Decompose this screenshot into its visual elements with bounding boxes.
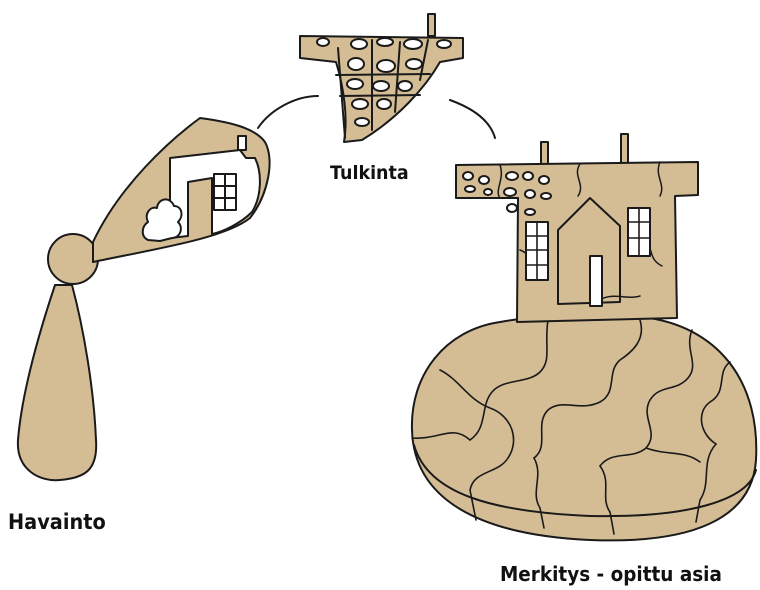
person-figure: [18, 234, 98, 480]
observed-chimney: [238, 136, 246, 150]
house-door: [590, 256, 602, 306]
interpretation-fragment: [300, 14, 463, 142]
meaning-puzzle: [412, 134, 756, 540]
label-meaning: Merkitys - opittu asia: [500, 562, 722, 586]
arc-to-meaning: [450, 100, 495, 138]
observation-view: [93, 118, 270, 262]
meaning-chimney-right: [621, 134, 628, 164]
arc-to-interpretation: [258, 96, 318, 128]
fragment-chimney: [428, 14, 435, 36]
label-observation: Havainto: [8, 510, 106, 534]
person-body: [18, 285, 96, 480]
person-head: [48, 234, 98, 284]
label-interpretation: Tulkinta: [330, 162, 409, 184]
